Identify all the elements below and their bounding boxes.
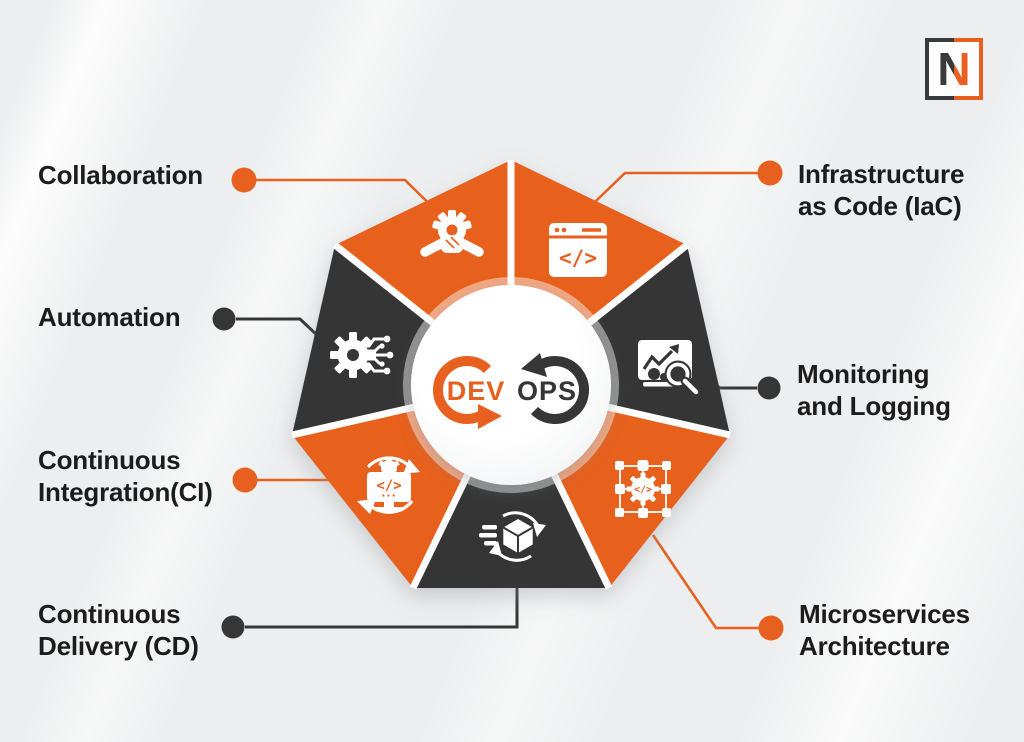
segment-continuous-delivery [413,385,609,588]
label-line: Continuous [38,445,181,475]
code-glyph: </> [376,478,401,494]
code-glyph: </> [559,246,597,270]
center-circle [411,285,611,485]
leader-dot-microservices [758,615,784,641]
label-line: Automation [38,302,181,332]
label-microservices: Microservices Architecture [799,598,970,662]
label-line: Architecture [799,631,950,661]
browser-code-icon: </> [549,223,607,277]
label-line: Delivery (CD) [38,631,199,661]
gear-circuit-icon [330,332,394,378]
dots-glyph: ··· [381,489,397,502]
devops-logo: DEV OPS [433,353,589,429]
label-line: as Code (IaC) [798,191,962,221]
label-line: Monitoring [797,359,930,389]
connector-microservices [651,534,784,641]
leader-dot-continuous-integration [232,467,258,493]
leader-dot-infrastructure-as-code [757,160,783,186]
devops-logo-dev-text: DEV [447,376,506,406]
label-line: Continuous [38,599,181,629]
handshake-gear-icon [420,210,484,257]
label-line: Integration(CI) [38,477,213,507]
brand-logo: N [925,38,983,100]
label-line: Microservices [799,599,970,629]
brand-logo-letter: N [937,43,970,95]
monitor-code-sync-icon: </> ··· [357,456,420,514]
label-monitoring: Monitoring and Logging [797,358,951,422]
label-continuous-delivery: Continuous Delivery (CD) [38,598,199,662]
leader-dot-collaboration [231,167,257,193]
leader-dot-automation [212,307,236,331]
label-automation: Automation [38,301,181,333]
label-infrastructure-as-code: Infrastructure as Code (IaC) [798,158,964,222]
label-line: and Logging [797,391,951,421]
package-delivery-sync-icon [479,511,546,562]
brand-logo-frame [925,38,983,100]
leader-dot-monitoring [757,376,781,400]
label-line: Infrastructure [798,159,965,189]
connector-continuous-delivery [221,588,519,639]
leader-dot-continuous-delivery [221,615,245,639]
code-glyph: </> [634,485,652,496]
label-collaboration: Collaboration [38,159,203,191]
label-line: Collaboration [38,160,203,190]
monitor-chart-magnifier-icon [638,340,701,397]
label-continuous-integration: Continuous Integration(CI) [38,444,213,508]
devops-logo-ops-text: OPS [517,376,577,406]
microservices-network-icon: </> [615,460,671,518]
